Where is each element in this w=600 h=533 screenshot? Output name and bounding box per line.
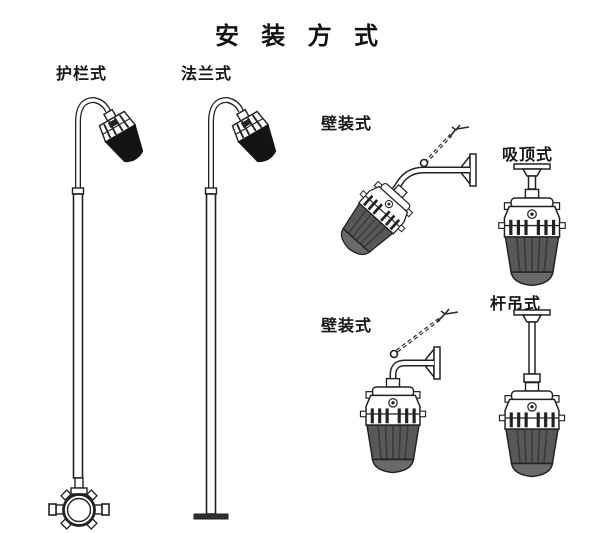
ceiling-flange-icon bbox=[513, 163, 551, 177]
wall-mount-angled-drawing bbox=[327, 124, 477, 269]
wall-mount-vertical-drawing bbox=[359, 308, 459, 474]
ceiling-flange-icon bbox=[513, 309, 551, 323]
gooseneck-arm-icon bbox=[75, 96, 111, 194]
bracket-arm-icon bbox=[392, 158, 470, 192]
pole-collar bbox=[71, 187, 85, 195]
label-guardrail-mount: 护栏式 bbox=[56, 64, 108, 83]
label-flange-mount: 法兰式 bbox=[181, 64, 233, 83]
lamp-fixture-icon bbox=[497, 188, 567, 287]
hanging-rod bbox=[528, 321, 536, 375]
ceiling-mount-drawing bbox=[497, 163, 567, 287]
pole-shaft bbox=[72, 193, 84, 479]
lamp-fixture-icon bbox=[92, 102, 152, 169]
gooseneck-arm-icon bbox=[208, 96, 244, 194]
bracket-arm-icon bbox=[389, 349, 434, 385]
guardrail-mount-drawing bbox=[48, 96, 152, 530]
flange-mount-drawing bbox=[193, 96, 285, 520]
lamp-fixture-icon bbox=[359, 377, 427, 474]
pole-shaft bbox=[205, 193, 217, 515]
base-flange-icon bbox=[193, 513, 229, 520]
guardrail-clamp-icon bbox=[48, 477, 110, 530]
chain-icon bbox=[395, 308, 459, 353]
pole-hung-mount-drawing bbox=[498, 309, 566, 478]
rod-collar bbox=[523, 373, 541, 383]
pole-collar bbox=[204, 187, 218, 195]
label-wall-mount-angled: 壁装式 bbox=[321, 114, 373, 133]
label-ceiling-mount: 吸顶式 bbox=[502, 145, 554, 164]
label-pole-hung-mount: 杆吊式 bbox=[490, 294, 542, 313]
page-title: 安 装 方 式 bbox=[214, 22, 386, 50]
lamp-fixture-icon bbox=[327, 169, 425, 269]
lamp-fixture-icon bbox=[225, 102, 285, 169]
label-wall-mount-vertical: 壁装式 bbox=[321, 316, 373, 335]
lamp-fixture-icon bbox=[498, 381, 566, 478]
mount-stem bbox=[527, 175, 537, 190]
chain-icon bbox=[423, 124, 470, 165]
